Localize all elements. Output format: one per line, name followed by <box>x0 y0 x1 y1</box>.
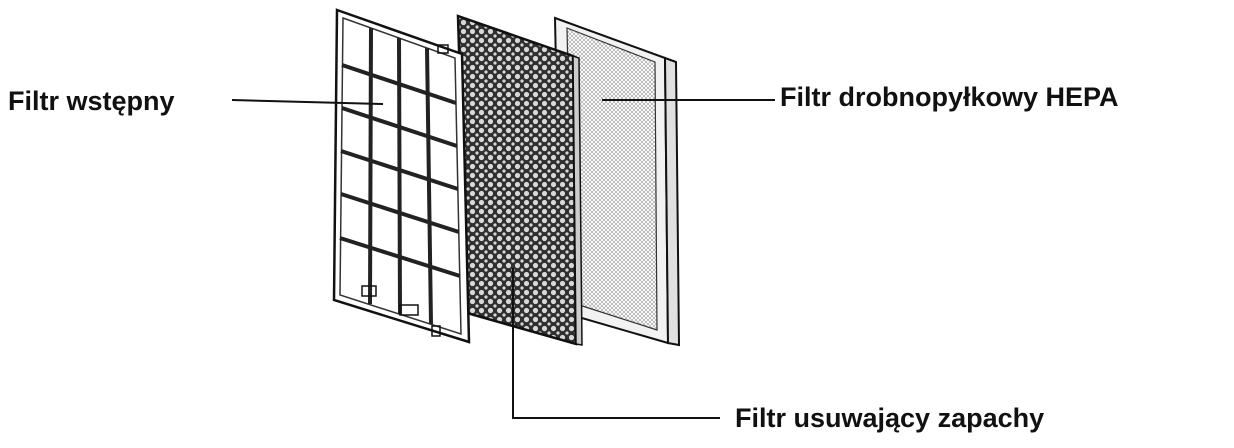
hepa-filter-label: Filtr drobnopyłkowy HEPA <box>780 82 1119 112</box>
pre-filter-label: Filtr wstępny <box>8 86 175 116</box>
odor-filter-leader-line <box>512 268 720 419</box>
pre-filter-panel-icon <box>332 8 471 344</box>
odor-filter-label: Filtr usuwający zapachy <box>735 403 1045 433</box>
carbon-filter-panel-icon <box>456 14 583 346</box>
pre-filter-leader-line <box>231 99 384 105</box>
